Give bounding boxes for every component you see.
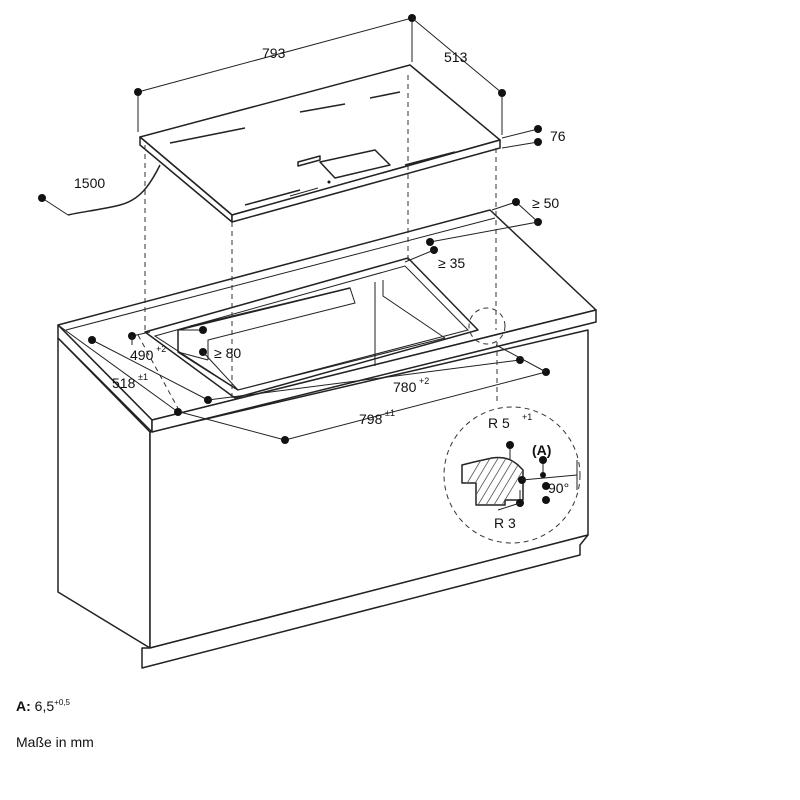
label-detail-radius-bottom: R 3 <box>494 515 516 531</box>
label-height: 76 <box>550 128 566 144</box>
label-detail-angle: 90° <box>548 480 569 496</box>
label-detail-radius-top: R 5 <box>488 415 510 431</box>
label-detail-radius-top-tol: +1 <box>522 412 532 422</box>
legend-a-tol: +0,5 <box>54 698 70 707</box>
label-outer-width: 798 <box>359 411 383 427</box>
label-cutout-width-tol: +2 <box>419 376 429 386</box>
legend-a-value: 6,5 <box>34 698 55 714</box>
projection-lines <box>137 75 497 413</box>
label-cutout-depth-tol: +2 <box>156 344 166 354</box>
label-detail-a: (A) <box>532 442 551 458</box>
label-front-clearance: ≥ 80 <box>214 345 241 361</box>
label-outer-depth: 518 <box>112 375 136 391</box>
dimension-labels: 793 513 76 1500 ≥ 50 ≥ 35 ≥ 80 490 +2 51… <box>74 45 569 531</box>
cutout <box>144 257 479 399</box>
legend-a: A: 6,5+0,5 <box>16 698 70 714</box>
label-rear-clearance: ≥ 50 <box>532 195 559 211</box>
label-cutout-width: 780 <box>393 379 417 395</box>
label-side-clearance: ≥ 35 <box>438 255 465 271</box>
label-cable: 1500 <box>74 175 105 191</box>
cable <box>67 164 161 216</box>
label-outer-width-tol: ±1 <box>385 408 395 418</box>
label-outer-depth-tol: ±1 <box>138 372 148 382</box>
cabinet <box>57 329 589 669</box>
label-cutout-depth: 490 <box>130 347 154 363</box>
label-width: 793 <box>262 45 286 61</box>
legend-a-label: A: <box>16 698 31 714</box>
cooktop <box>139 64 501 223</box>
detail-callout <box>443 307 581 544</box>
label-depth: 513 <box>444 49 468 65</box>
dimension-lines <box>38 14 550 444</box>
legend-units: Maße in mm <box>16 734 94 750</box>
